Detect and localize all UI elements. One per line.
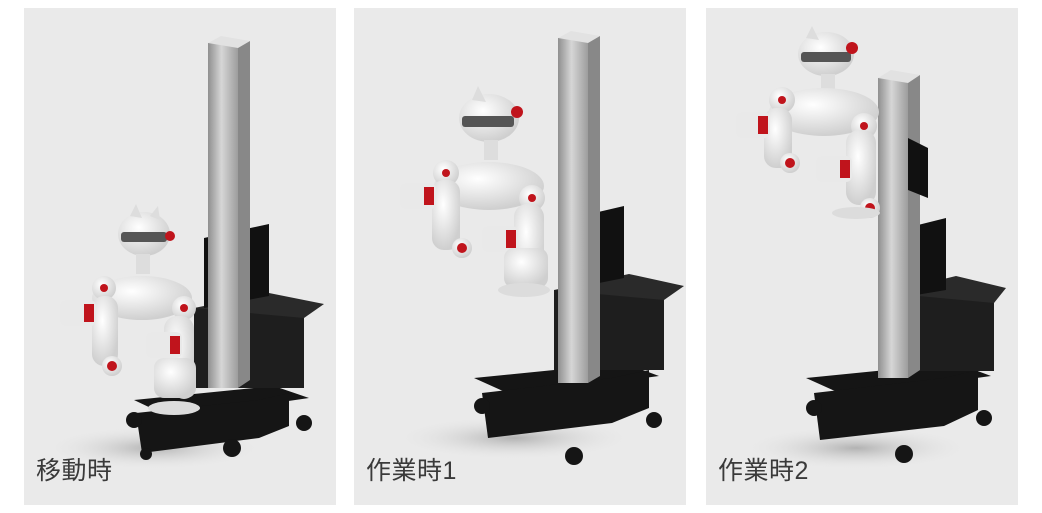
lift-pillar bbox=[208, 36, 250, 388]
caption-working-2: 作業時2 bbox=[718, 457, 809, 485]
panel-working-2: 作業時2 bbox=[706, 8, 1018, 505]
panel-moving: 移動時 bbox=[24, 8, 336, 505]
lift-pillar bbox=[558, 31, 600, 383]
floor-shadow bbox=[741, 426, 971, 470]
robot-working-2-illustration bbox=[736, 26, 1006, 470]
robot-body bbox=[400, 86, 550, 297]
panel-working-1: 作業時1 bbox=[354, 8, 686, 505]
robot-working-1-illustration bbox=[394, 31, 684, 465]
robot-moving-illustration bbox=[44, 36, 324, 470]
lift-pillar bbox=[878, 70, 928, 378]
robot-body bbox=[736, 26, 880, 219]
caption-working-1: 作業時1 bbox=[366, 457, 457, 485]
robot-body bbox=[60, 204, 200, 415]
caption-moving: 移動時 bbox=[36, 457, 113, 485]
